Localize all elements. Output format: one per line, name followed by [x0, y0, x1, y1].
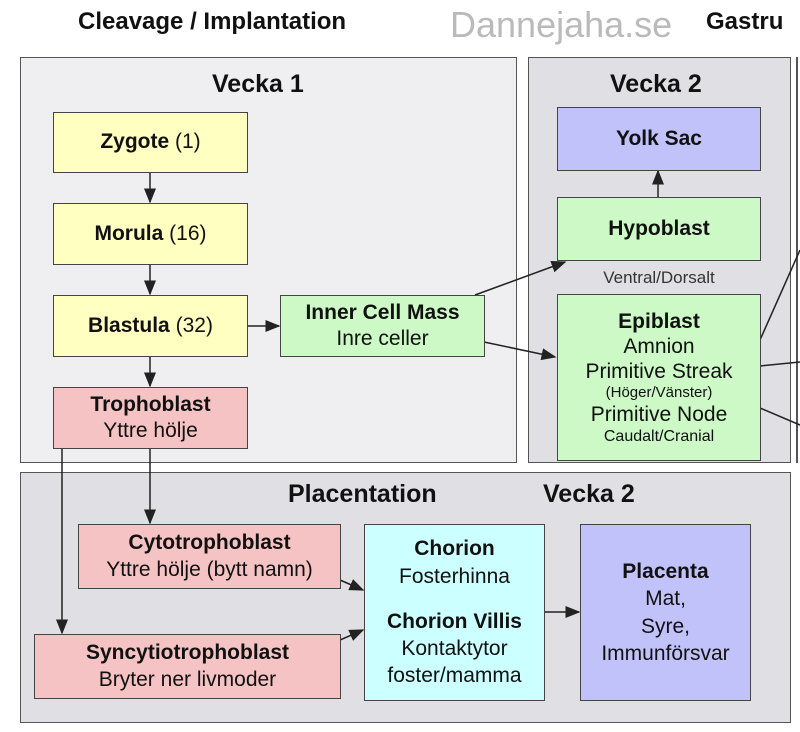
trophoblast-sub: Yttre hölje: [103, 419, 198, 442]
epiblast-label: Epiblast: [618, 309, 700, 333]
epiblast-streak: Primitive Streak: [585, 359, 733, 383]
icm-label: Inner Cell Mass: [305, 300, 460, 324]
chorion-label: Chorion: [414, 537, 495, 561]
epiblast-node-sub: Caudalt/Cranial: [603, 428, 715, 446]
line-epiblast-out1: [759, 249, 800, 341]
blastula-count: (32): [175, 313, 213, 337]
arrow-icm-hypoblast: [474, 261, 567, 296]
placenta-l1: Mat,: [645, 587, 686, 611]
cyto-sub: Yttre hölje (bytt namn): [106, 557, 313, 581]
epiblast-node-label: Primitive Node: [590, 403, 728, 427]
epiblast-node: Epiblast Amnion Primitive Streak (Höger/…: [557, 294, 761, 461]
heading-gastrulation: Gastru: [706, 8, 784, 35]
zygote-node: Zygote (1): [53, 112, 248, 173]
watermark: Dannejaha.se: [450, 4, 673, 45]
epiblast-streak-sub: (Höger/Vänster): [605, 384, 713, 402]
arrow-syncytio-chorion: [339, 629, 365, 641]
cyto-label: Cytotrophoblast: [128, 531, 291, 555]
morula-count: (16): [169, 221, 207, 245]
yolk-sac-label: Yolk Sac: [616, 126, 702, 150]
line-epiblast-out2: [759, 361, 800, 367]
syncytio-sub: Bryter ner livmoder: [98, 667, 277, 691]
zygote-count: (1): [175, 130, 201, 154]
trophoblast-label: Trophoblast: [90, 392, 211, 416]
vecka1-title: Vecka 1: [212, 70, 304, 98]
morula-node: Morula (16): [53, 203, 248, 265]
placenta-l2: Syre,: [640, 614, 690, 638]
chorion-villis-l1: Kontaktytor: [401, 637, 508, 661]
blastula-label: Blastula: [88, 313, 170, 337]
icm-sub: Inre celler: [336, 327, 429, 350]
vecka2-title: Vecka 2: [610, 70, 702, 98]
chorion-villis-label: Chorion Villis: [387, 609, 522, 633]
placenta-node: Placenta Mat, Syre, Immunförsvar: [580, 524, 751, 701]
chorion-sub: Fosterhinna: [399, 564, 510, 588]
arrow-icm-epiblast: [483, 341, 557, 361]
blastula-node: Blastula (32): [53, 295, 248, 357]
ventral-dorsal-label: Ventral/Dorsalt: [603, 268, 715, 287]
right-panel-edge: [796, 57, 798, 463]
zygote-label: Zygote: [100, 130, 170, 154]
arrow-cyto-chorion: [339, 579, 365, 591]
placentation-title: Placentation: [288, 480, 437, 508]
chorion-node: Chorion Fosterhinna Chorion Villis Konta…: [364, 524, 545, 701]
hypoblast-node: Hypoblast: [557, 197, 761, 261]
epiblast-amnion: Amnion: [623, 334, 695, 358]
yolk-sac-node: Yolk Sac: [557, 107, 761, 171]
placentation-week: Vecka 2: [543, 480, 635, 508]
placenta-l3: Immunförsvar: [601, 641, 730, 665]
hypoblast-label: Hypoblast: [608, 216, 710, 240]
syncytio-label: Syncytiotrophoblast: [85, 641, 290, 665]
placenta-label: Placenta: [622, 559, 709, 583]
chorion-villis-l2: foster/mamma: [387, 664, 522, 688]
heading-cleavage: Cleavage / Implantation: [78, 8, 347, 35]
morula-label: Morula: [94, 221, 164, 245]
line-epiblast-out3: [759, 407, 800, 426]
